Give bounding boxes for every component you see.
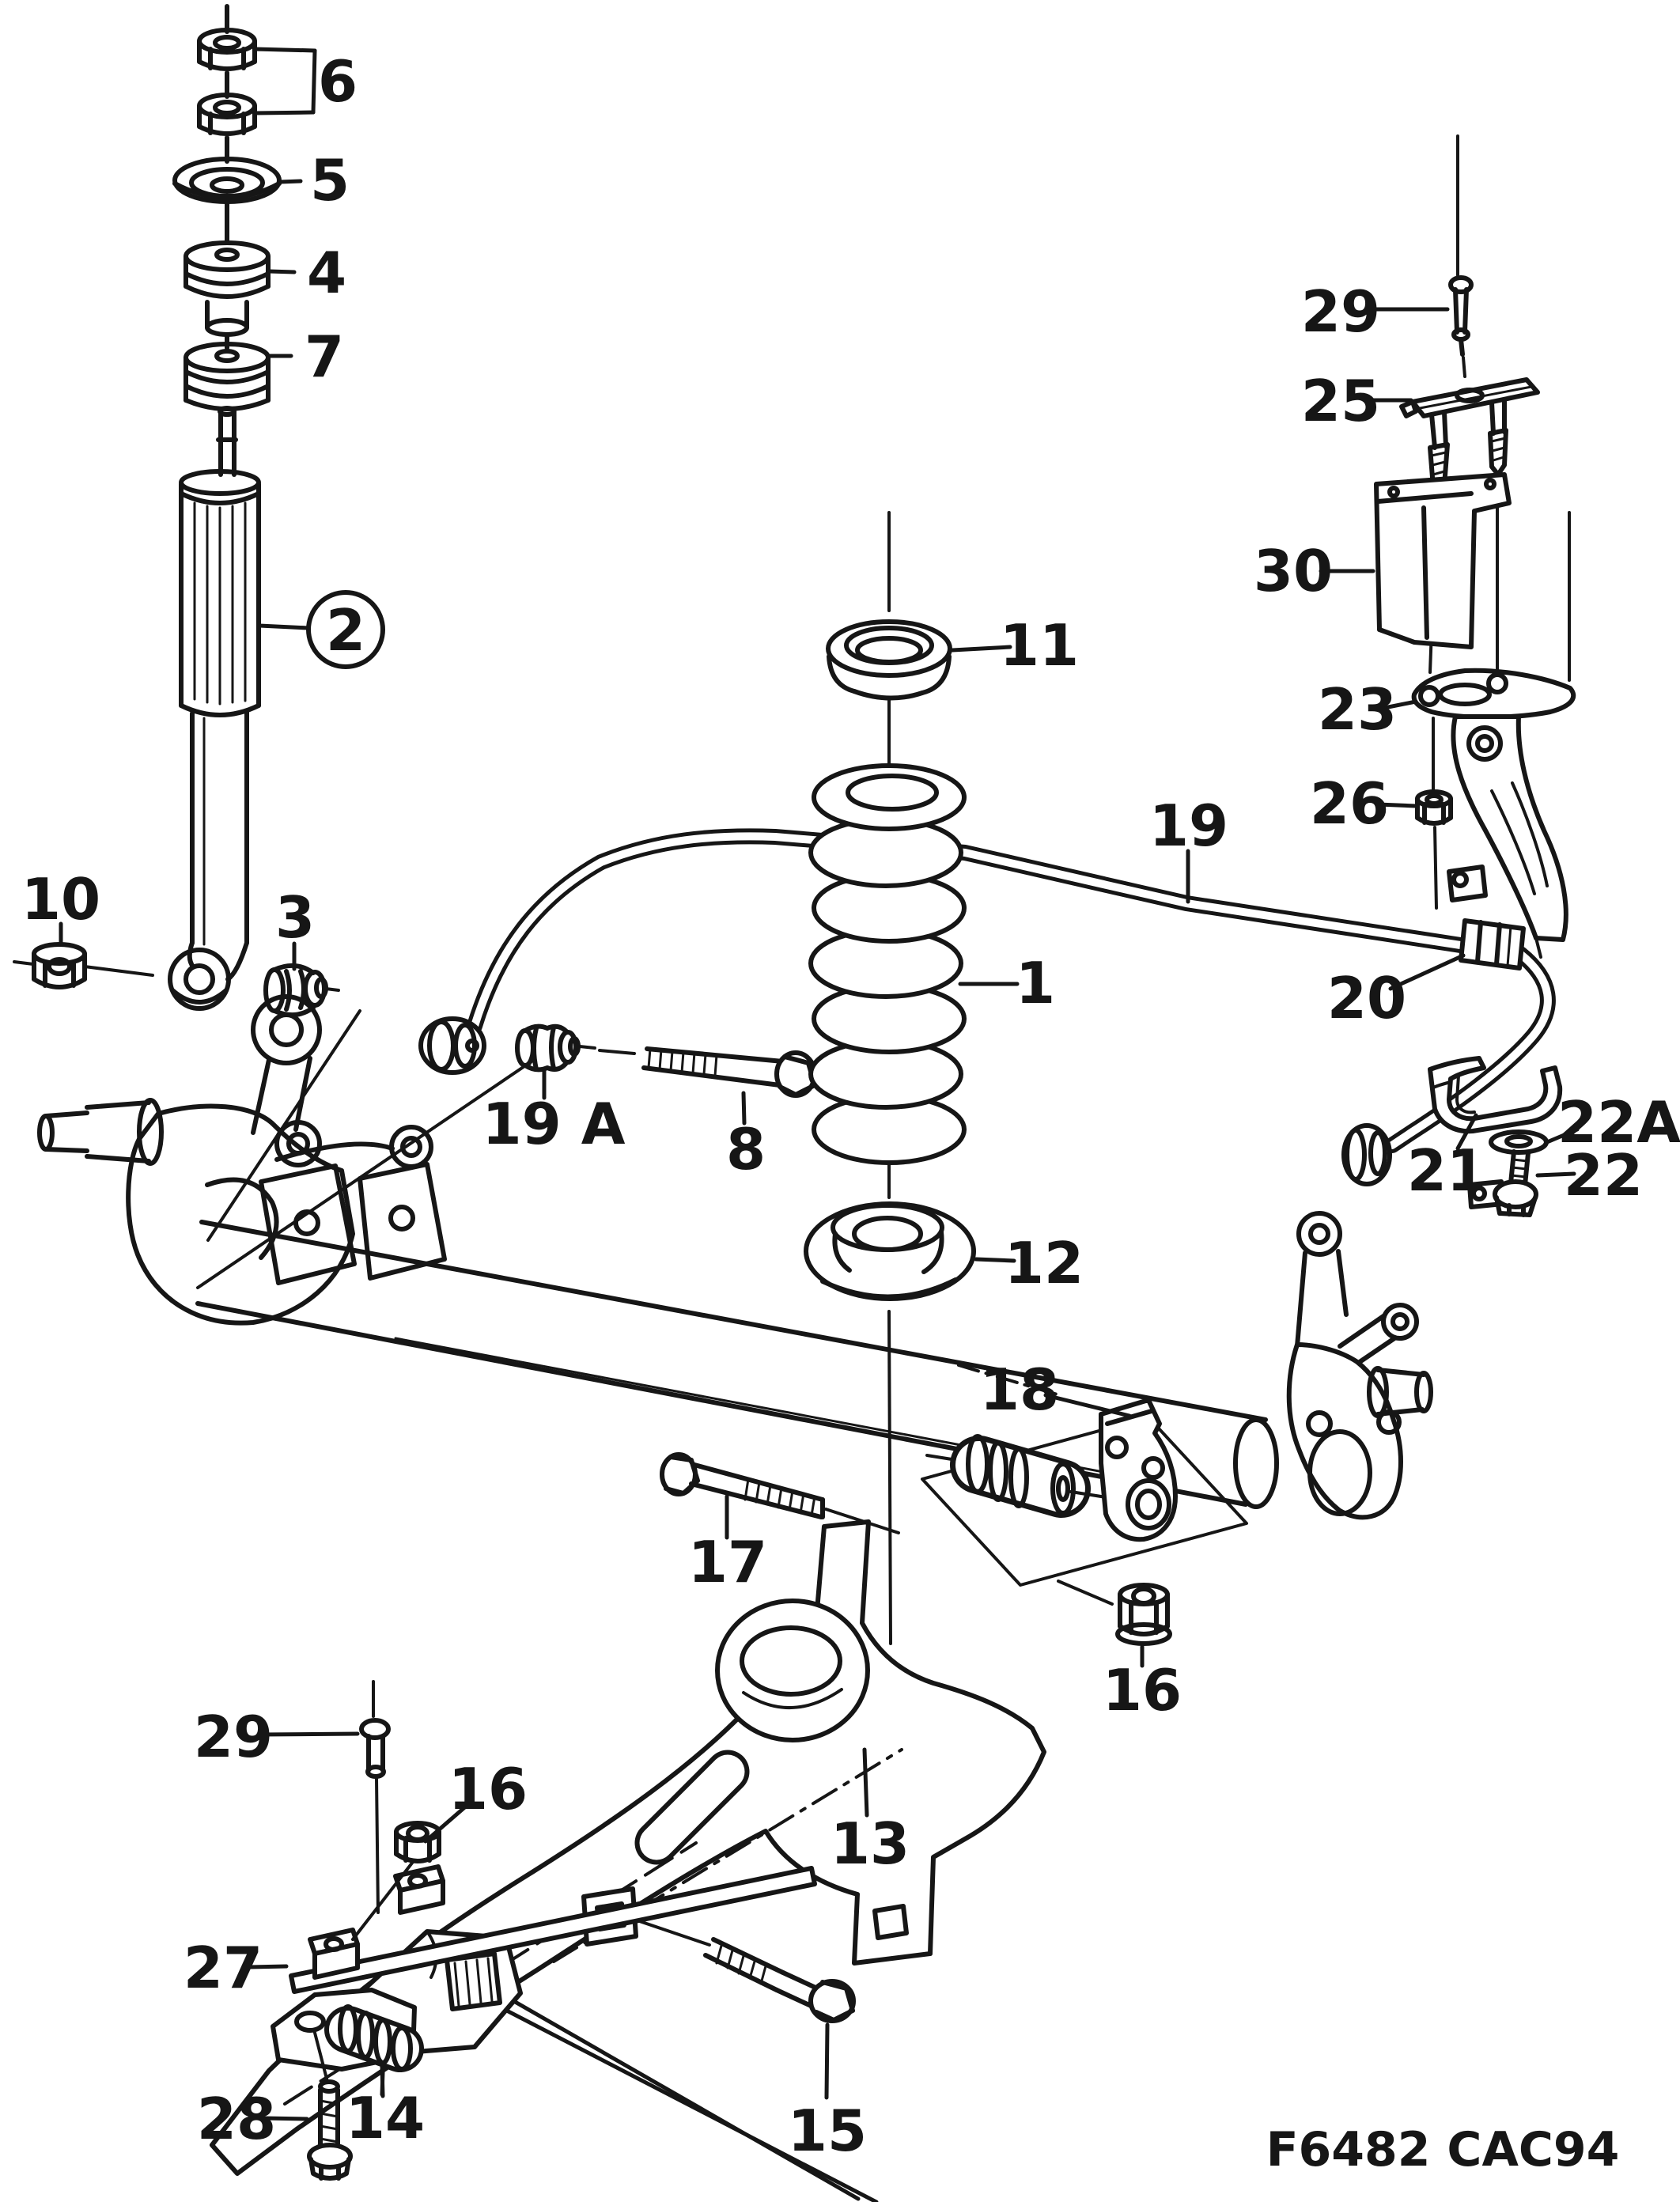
pin-29-top [1448,134,1474,378]
left-knuckle [37,994,447,1326]
shield-30 [1374,472,1512,649]
right-knuckle [1286,1179,1505,1520]
callout-2: 2 [326,597,365,664]
callout-8: 8 [726,1116,766,1182]
callout-29-top: 29 [1301,278,1380,345]
callout-4: 4 [307,240,346,306]
nut-16-left [351,1821,441,1941]
callout-22a: 22A [1557,1089,1680,1156]
callout-11: 11 [1000,612,1079,679]
bushing-19a [515,1023,596,1073]
callout-15: 15 [788,2098,867,2164]
exploded-plane [921,1364,1248,1587]
callout-28: 28 [197,2086,276,2152]
nut-26 [1415,717,1453,910]
upper-spring-seat [826,619,952,701]
plate-27 [289,1864,817,1994]
alignment-line [206,1009,361,1242]
callout-circle-2 [306,590,385,669]
callout-16-left: 16 [448,1756,528,1822]
callout-17: 17 [688,1529,767,1595]
callout-30: 30 [1254,538,1333,604]
callout-13: 13 [831,1810,910,1877]
callout-26: 26 [1310,770,1389,837]
washer-22a [1489,1129,1549,1155]
bar-bushing-20 [1459,918,1526,970]
callout-labels: 6 5 4 7 2 10 3 19 A 8 11 1 12 19 20 23 2… [21,48,1680,2177]
callout-19: 19 [1149,793,1228,859]
figure-code: F6482 CAC94 [1266,2122,1620,2177]
callout-22: 22 [1564,1142,1643,1209]
callout-19a: 19 A [482,1091,626,1157]
callout-7: 7 [305,323,344,390]
callout-1: 1 [1016,950,1055,1016]
callout-23: 23 [1318,676,1397,743]
callout-5: 5 [310,147,350,214]
callout-27: 27 [184,1935,263,2001]
nut-16-right [1115,1583,1172,1646]
callout-12: 12 [1005,1230,1084,1296]
callout-21: 21 [1407,1137,1486,1204]
coil-spring [808,763,967,1165]
callout-10: 10 [21,866,100,933]
leader-lines [59,47,1580,2121]
callout-29-bottom: 29 [194,1704,273,1770]
screw-29-bottom [359,1680,391,1914]
bolt-8 [598,1046,817,1098]
callout-20: 20 [1327,965,1406,1031]
bushing-18 [925,1434,1133,1518]
callout-14: 14 [346,2085,425,2151]
clamp-14 [271,1988,424,2097]
lower-spring-seat [804,1201,976,1301]
alignment-line [196,1060,533,1289]
callout-18: 18 [980,1356,1059,1423]
bracket-23 [1411,668,1576,959]
bolt-17 [660,1452,900,1534]
clamp-21 [1428,1056,1563,1134]
bolt-22 [1493,1149,1538,1217]
spring-center-line [887,511,892,1645]
callout-6: 6 [318,48,358,115]
callout-3: 3 [275,884,315,951]
callout-16-right: 16 [1103,1657,1182,1723]
callout-25: 25 [1301,368,1380,434]
screw-28 [307,2031,353,2181]
bolt-15 [617,1913,856,2023]
shock-absorber [168,406,261,1011]
